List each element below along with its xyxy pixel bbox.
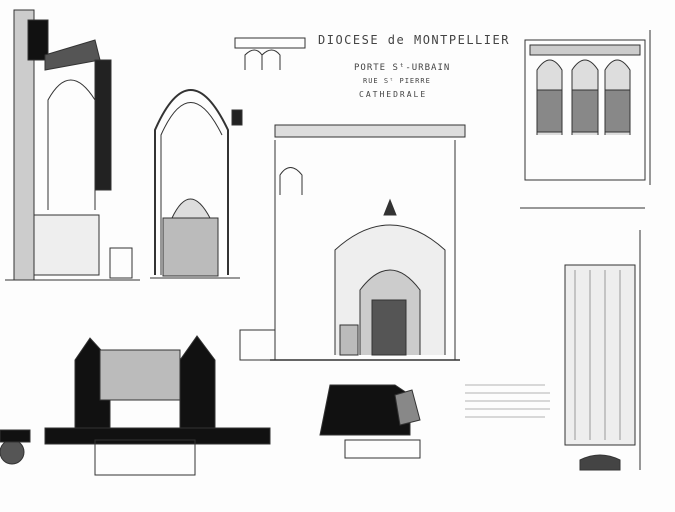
interior-elevation	[150, 89, 243, 279]
subject-title: PORTE Sᵗ-URBAIN	[354, 63, 451, 73]
floor-plan	[0, 335, 271, 476]
handwritten-notes	[465, 384, 550, 418]
building-label: CATHEDRALE	[359, 90, 428, 99]
portal-elevation	[239, 124, 466, 361]
detail-top-center	[234, 37, 306, 70]
vertical-section-right	[564, 230, 641, 471]
street-label: RUE Sᵗ PIERRE	[363, 77, 431, 85]
window-elevation-right	[520, 30, 651, 209]
profile-section	[319, 384, 421, 459]
diocese-title: DIOCESE de MONTPELLIER	[318, 33, 510, 47]
section-elevation-left	[5, 9, 140, 281]
